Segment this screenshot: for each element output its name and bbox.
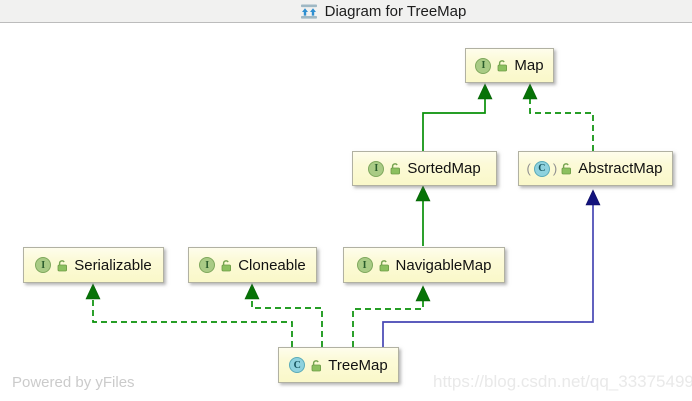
node-label: Serializable xyxy=(74,256,152,274)
public-lock-icon xyxy=(311,359,322,371)
title-bar: Diagram for TreeMap xyxy=(0,0,692,23)
public-lock-icon xyxy=(498,60,508,72)
csdn-watermark: https://blog.csdn.net/qq_33375499 xyxy=(433,372,692,391)
fit-diagram-icon xyxy=(300,4,317,19)
powered-by-yfiles-label: Powered by yFiles xyxy=(12,374,135,391)
node-cloneable[interactable]: I Cloneable xyxy=(188,247,317,283)
edge-treemap-implements-serializable[interactable] xyxy=(85,283,293,347)
node-label: TreeMap xyxy=(328,356,388,374)
edge-abstractmap-implements-map[interactable] xyxy=(522,83,594,151)
node-label: NavigableMap xyxy=(395,256,492,274)
node-navigablemap[interactable]: I NavigableMap xyxy=(343,247,505,283)
window-title: Diagram for TreeMap xyxy=(324,2,467,20)
public-lock-icon xyxy=(379,259,389,271)
node-sortedmap[interactable]: I SortedMap xyxy=(352,151,497,186)
node-label: Map xyxy=(514,57,544,74)
public-lock-icon xyxy=(561,163,572,175)
edge-treemap-extends-abstractmap[interactable] xyxy=(382,189,601,347)
node-abstractmap[interactable]: ( C ) AbstractMap xyxy=(518,151,673,186)
class-icon: C xyxy=(289,357,306,373)
edge-treemap-implements-navigablemap[interactable] xyxy=(352,285,431,347)
interface-icon: I xyxy=(475,57,492,74)
node-label: SortedMap xyxy=(407,160,481,177)
edge-treemap-implements-cloneable[interactable] xyxy=(244,283,323,347)
abstract-paren-close: ) xyxy=(552,161,558,176)
interface-icon: I xyxy=(356,257,373,273)
node-map[interactable]: I Map xyxy=(465,48,554,83)
public-lock-icon xyxy=(221,259,232,271)
interface-icon: I xyxy=(368,160,385,177)
public-lock-icon xyxy=(390,163,401,175)
edge-navigablemap-extends-sortedmap[interactable] xyxy=(415,185,431,246)
node-serializable[interactable]: I Serializable xyxy=(23,247,164,283)
node-label: Cloneable xyxy=(238,256,306,274)
public-lock-icon xyxy=(57,259,68,271)
node-treemap[interactable]: C TreeMap xyxy=(278,347,399,383)
edge-sortedmap-extends-map[interactable] xyxy=(422,83,493,151)
node-label: AbstractMap xyxy=(578,160,663,177)
abstract-class-icon: C xyxy=(533,160,550,177)
interface-icon: I xyxy=(35,257,52,273)
abstract-paren-open: ( xyxy=(526,161,531,176)
interface-icon: I xyxy=(199,257,216,273)
